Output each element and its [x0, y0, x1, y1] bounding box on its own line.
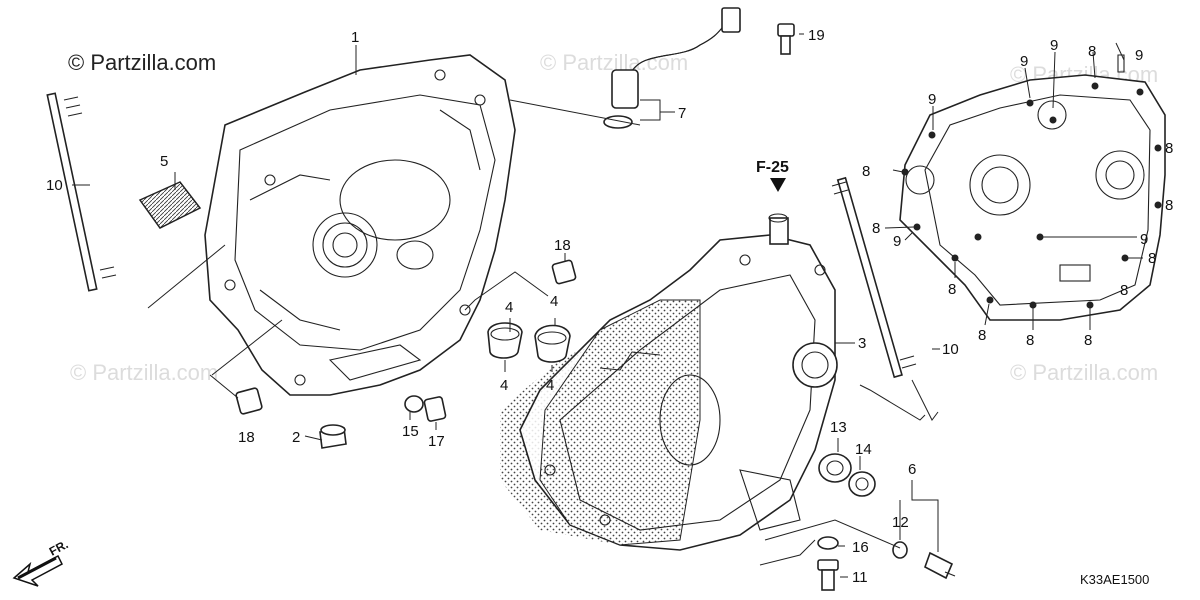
right-crankcase-half — [500, 213, 838, 551]
dowel-pin-top — [551, 259, 577, 285]
callout-9: 9 — [893, 233, 901, 250]
callout-10: 10 — [942, 341, 959, 358]
stud-bolt-right — [831, 176, 917, 379]
callout-8: 8 — [1165, 140, 1173, 157]
reference-label: F-25 — [756, 159, 789, 176]
drain-bolt — [319, 424, 347, 449]
bolt-19 — [777, 23, 795, 55]
down-arrow-icon — [770, 178, 786, 192]
watermark-text: © Partzilla.com — [1010, 360, 1158, 385]
oil-seal-14 — [848, 471, 876, 497]
callout-18: 18 — [554, 237, 571, 254]
front-label: FR. — [47, 537, 71, 558]
callout-8: 8 — [1088, 43, 1096, 60]
callout-9: 9 — [1140, 231, 1148, 248]
callout-14: 14 — [855, 441, 872, 458]
washer-16 — [817, 536, 839, 550]
callout-13: 13 — [830, 419, 847, 436]
collar-17 — [423, 396, 447, 422]
oil-strainer-screen — [138, 181, 202, 229]
callout-9: 9 — [1135, 47, 1143, 64]
bearing-13 — [818, 453, 852, 483]
callout-8: 8 — [862, 163, 870, 180]
front-arrow-icon — [12, 554, 63, 587]
callout-8: 8 — [1165, 197, 1173, 214]
front-direction-indicator: FR. — [12, 537, 71, 587]
callout-9: 9 — [1020, 53, 1028, 70]
o-ring-15 — [404, 395, 424, 413]
callout-1: 1 — [351, 29, 359, 46]
callout-16: 16 — [852, 539, 869, 556]
callout-8: 8 — [1026, 332, 1034, 349]
crankcase-gasket-outline — [899, 54, 1166, 321]
bearing-shell-left — [487, 322, 523, 359]
callout-8: 8 — [978, 327, 986, 344]
callout-4: 4 — [546, 377, 554, 394]
callout-8: 8 — [1148, 250, 1156, 267]
callout-8: 8 — [948, 281, 956, 298]
callout-6: 6 — [908, 461, 916, 478]
dowel-pin-bottom — [235, 387, 263, 415]
callout-4: 4 — [550, 293, 558, 310]
callout-10: 10 — [46, 177, 63, 194]
callout-9: 9 — [928, 91, 936, 108]
watermark-text: © Partzilla.com — [70, 360, 218, 385]
callout-4: 4 — [505, 299, 513, 316]
diagram-code: K33AE1500 — [1080, 572, 1149, 587]
stud-bolt-left — [46, 92, 117, 292]
leader-lines — [72, 33, 1160, 578]
callout-8: 8 — [1084, 332, 1092, 349]
reference-marker: F-25 — [756, 159, 789, 192]
callout-5: 5 — [160, 153, 168, 170]
neutral-switch-6 — [924, 551, 956, 580]
callout-8: 8 — [1120, 282, 1128, 299]
callout-9: 9 — [1050, 37, 1058, 54]
callout-19: 19 — [808, 27, 825, 44]
callout-8: 8 — [872, 220, 880, 237]
left-crankcase-half — [204, 54, 516, 396]
callout-7: 7 — [678, 105, 686, 122]
callout-3: 3 — [858, 335, 866, 352]
bearing-shell-right — [534, 324, 571, 363]
callout-18: 18 — [238, 429, 255, 446]
callout-11: 11 — [852, 569, 868, 586]
washer-12 — [892, 541, 908, 559]
callout-4: 4 — [500, 377, 508, 394]
callout-2: 2 — [292, 429, 300, 446]
callout-15: 15 — [402, 423, 419, 440]
bolt-11 — [817, 559, 839, 591]
callout-labels: 1 2 3 4 4 4 4 5 6 7 8 8 8 8 8 8 8 8 8 8 … — [46, 27, 1173, 586]
callout-12: 12 — [892, 514, 909, 531]
callout-17: 17 — [428, 433, 445, 450]
copyright-text: © Partzilla.com — [68, 50, 216, 75]
